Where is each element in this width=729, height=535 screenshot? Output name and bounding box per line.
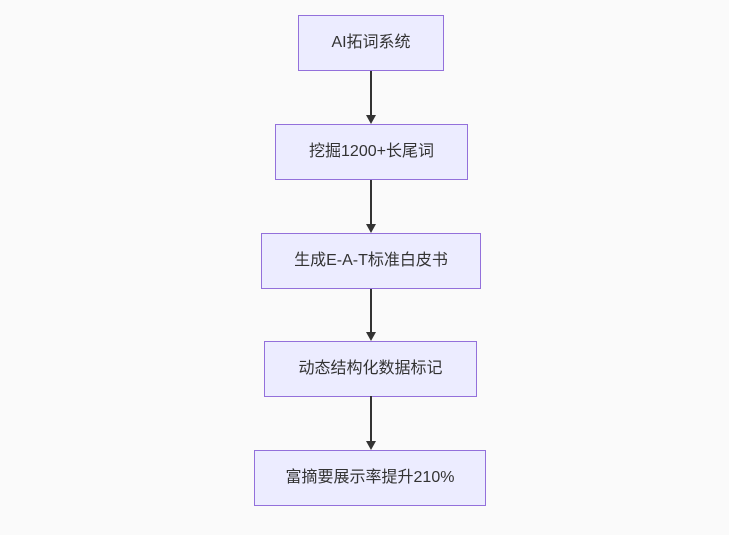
- flow-arrow-down-icon: [366, 289, 376, 341]
- flow-node-rich-snippet-rate-increase[interactable]: 富摘要展示率提升210%: [254, 450, 486, 506]
- flow-node-dynamic-structured-data-markup[interactable]: 动态结构化数据标记: [264, 341, 477, 397]
- flow-arrow-down-icon: [366, 396, 376, 450]
- flow-arrow-down-icon: [366, 180, 376, 233]
- flow-node-mine-longtail-keywords[interactable]: 挖掘1200+长尾词: [275, 124, 468, 180]
- flow-node-label: 挖掘1200+长尾词: [309, 143, 434, 160]
- flow-node-label: 富摘要展示率提升210%: [285, 469, 455, 486]
- flow-node-label: 动态结构化数据标记: [298, 360, 443, 377]
- flow-node-label: AI拓词系统: [331, 34, 411, 51]
- flow-node-ai-word-expansion-system[interactable]: AI拓词系统: [298, 15, 444, 71]
- flow-node-generate-eat-whitepaper[interactable]: 生成E-A-T标准白皮书: [261, 233, 481, 289]
- flow-arrow-down-icon: [366, 71, 376, 124]
- flow-node-label: 生成E-A-T标准白皮书: [294, 252, 448, 269]
